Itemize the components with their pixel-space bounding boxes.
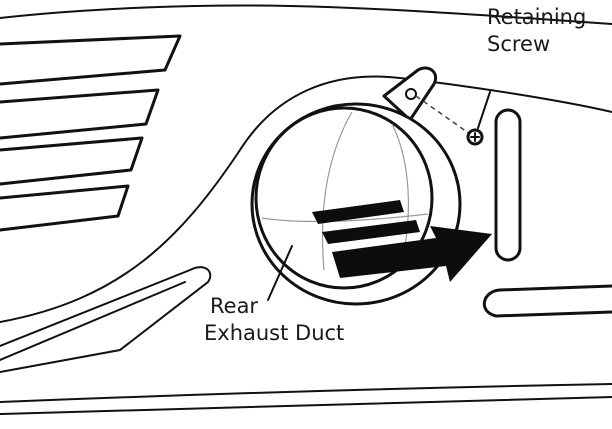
vent-louvers [0,34,182,232]
screw-shaft [477,91,491,129]
duct-inner-opening [254,106,434,290]
arrow-stripe-1 [312,200,404,224]
retaining-screw-label: Retaining Screw [487,4,586,58]
retaining-screw [466,91,491,146]
duct-leader-line [267,245,293,301]
retaining-screw-label-line-2: Screw [487,32,551,56]
lower-left-slot-inner [0,281,186,361]
panel-contour [0,75,612,323]
louver-2 [0,88,160,140]
arrow-stripe-2 [322,220,420,244]
screw-alignment-line [415,95,471,135]
rear-exhaust-duct-label: Rear Exhaust Duct [204,293,344,347]
lower-right-slot [483,284,612,318]
panel-top-edge [0,4,612,25]
rear-exhaust-duct-label-line-2: Exhaust Duct [204,321,345,345]
duct-tube-contour-1 [321,111,353,271]
louver-3 [0,136,144,186]
rear-exhaust-duct-label-line-1: Rear [210,294,259,318]
airflow-arrow [312,200,492,282]
bottom-edge [0,383,612,403]
tab-screw-hole [405,88,417,100]
lower-left-slot [0,266,212,373]
louver-1 [0,34,182,86]
louver-4 [0,184,130,232]
bottom-edge-shadow [0,396,612,415]
right-vertical-slot [494,108,522,262]
retaining-screw-label-line-1: Retaining [487,5,587,29]
arrow-body [332,226,492,282]
screw-slot [470,132,480,142]
duct-mounting-tab [382,66,437,122]
